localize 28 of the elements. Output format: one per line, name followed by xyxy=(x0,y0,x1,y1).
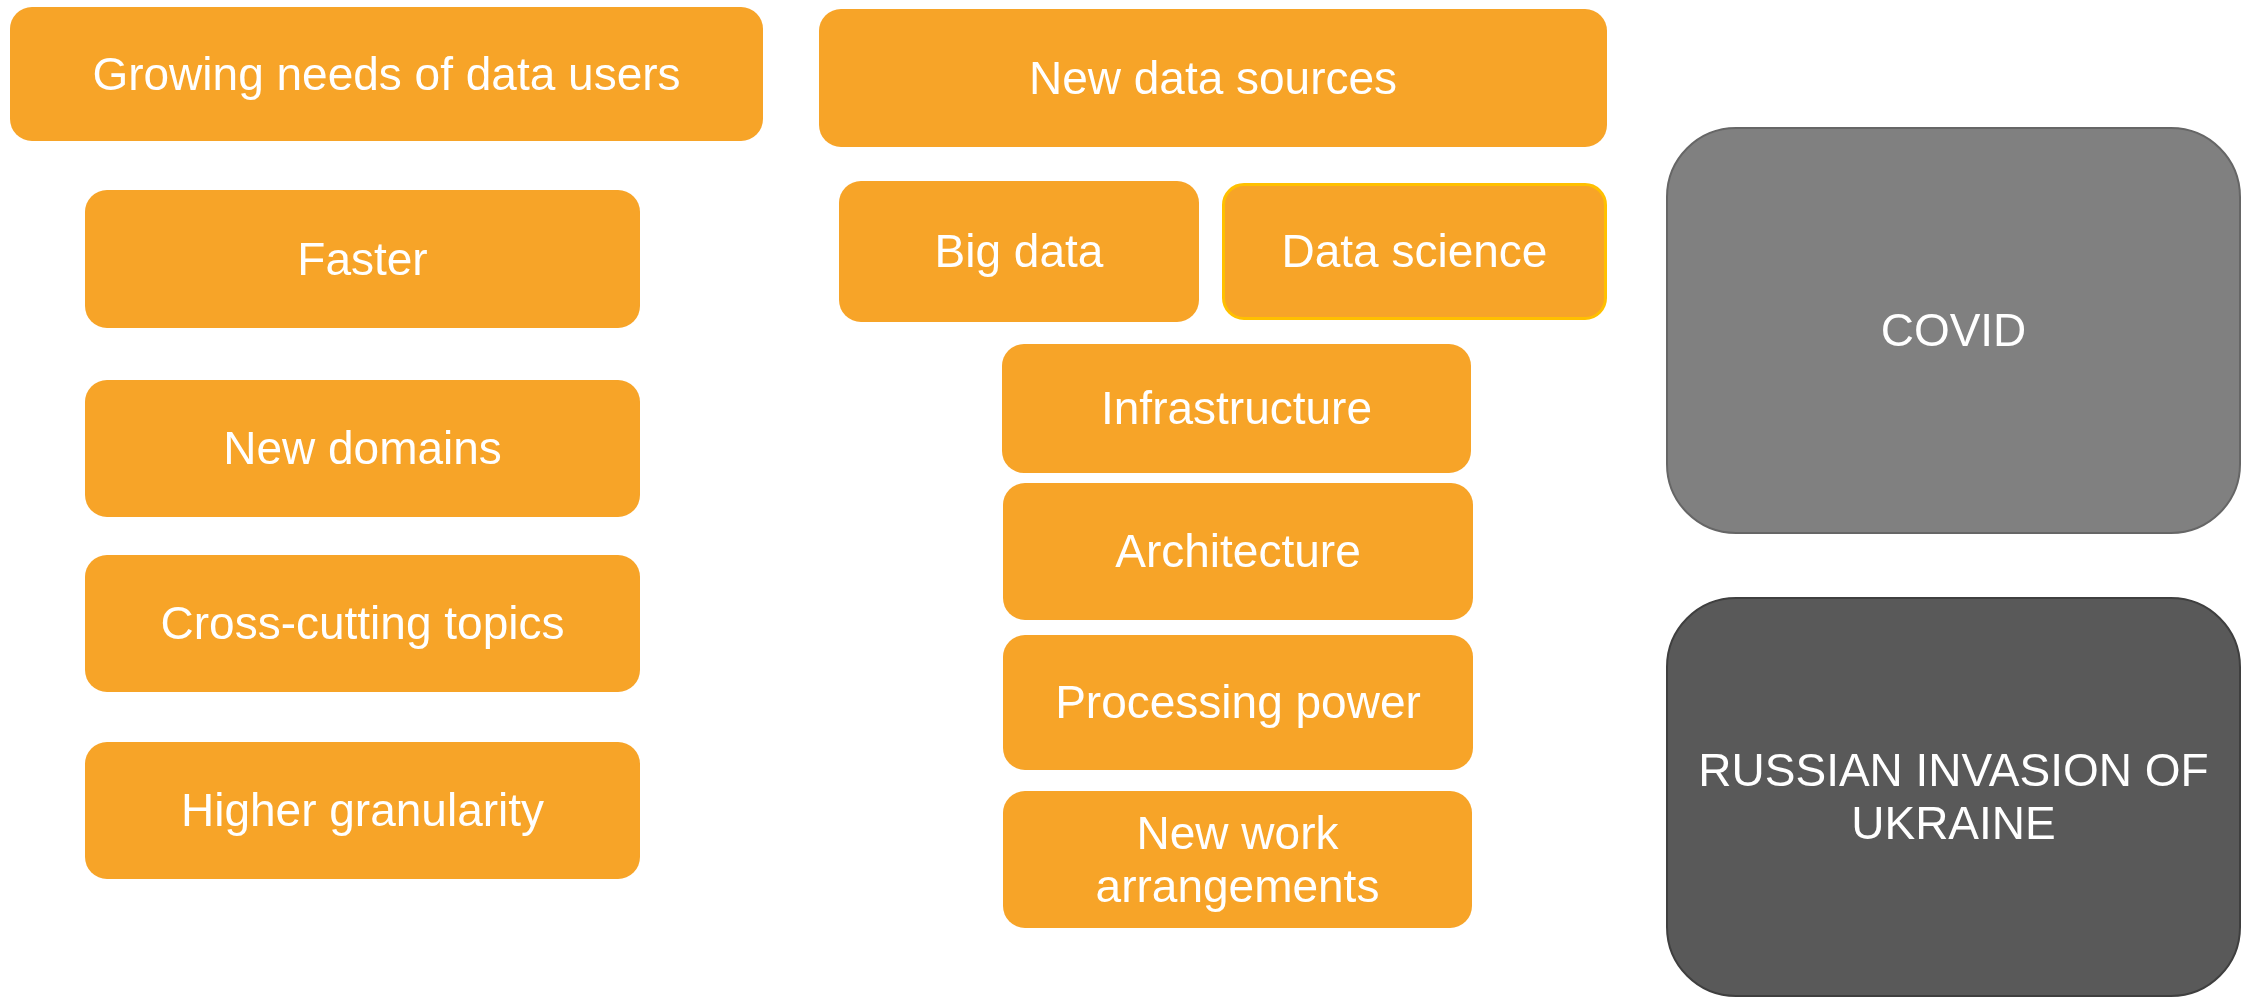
box-label: Data science xyxy=(1281,225,1548,278)
box-label: Big data xyxy=(934,225,1104,278)
rounded-box xyxy=(819,9,1607,147)
rounded-box xyxy=(85,190,640,328)
rounded-box xyxy=(10,7,763,141)
rounded-box xyxy=(1003,483,1473,620)
box-label: New work arrangements xyxy=(1094,806,1381,913)
rounded-box xyxy=(1002,344,1471,473)
box-label: Higher granularity xyxy=(180,784,545,837)
box-label: Faster xyxy=(297,232,428,286)
rounded-box xyxy=(1003,635,1473,770)
rounded-box xyxy=(85,555,640,692)
box-label: Processing power xyxy=(1055,676,1421,729)
rounded-box xyxy=(1666,597,2241,997)
rounded-box xyxy=(85,380,640,517)
box-label: Growing needs of data users xyxy=(92,47,681,101)
rounded-box xyxy=(85,742,640,879)
box-label: New data sources xyxy=(1028,51,1398,105)
rounded-box xyxy=(1003,791,1472,928)
rounded-box xyxy=(839,181,1199,322)
rounded-box xyxy=(1222,183,1607,320)
rounded-box xyxy=(1666,127,2241,534)
box-label: Infrastructure xyxy=(1101,382,1372,435)
box-label: Cross-cutting topics xyxy=(160,597,565,650)
box-label: New domains xyxy=(223,422,502,475)
box-label: Architecture xyxy=(1115,525,1361,578)
box-label: RUSSIAN INVASION OF UKRAINE xyxy=(1697,744,2210,850)
box-label: COVID xyxy=(1880,304,2027,357)
